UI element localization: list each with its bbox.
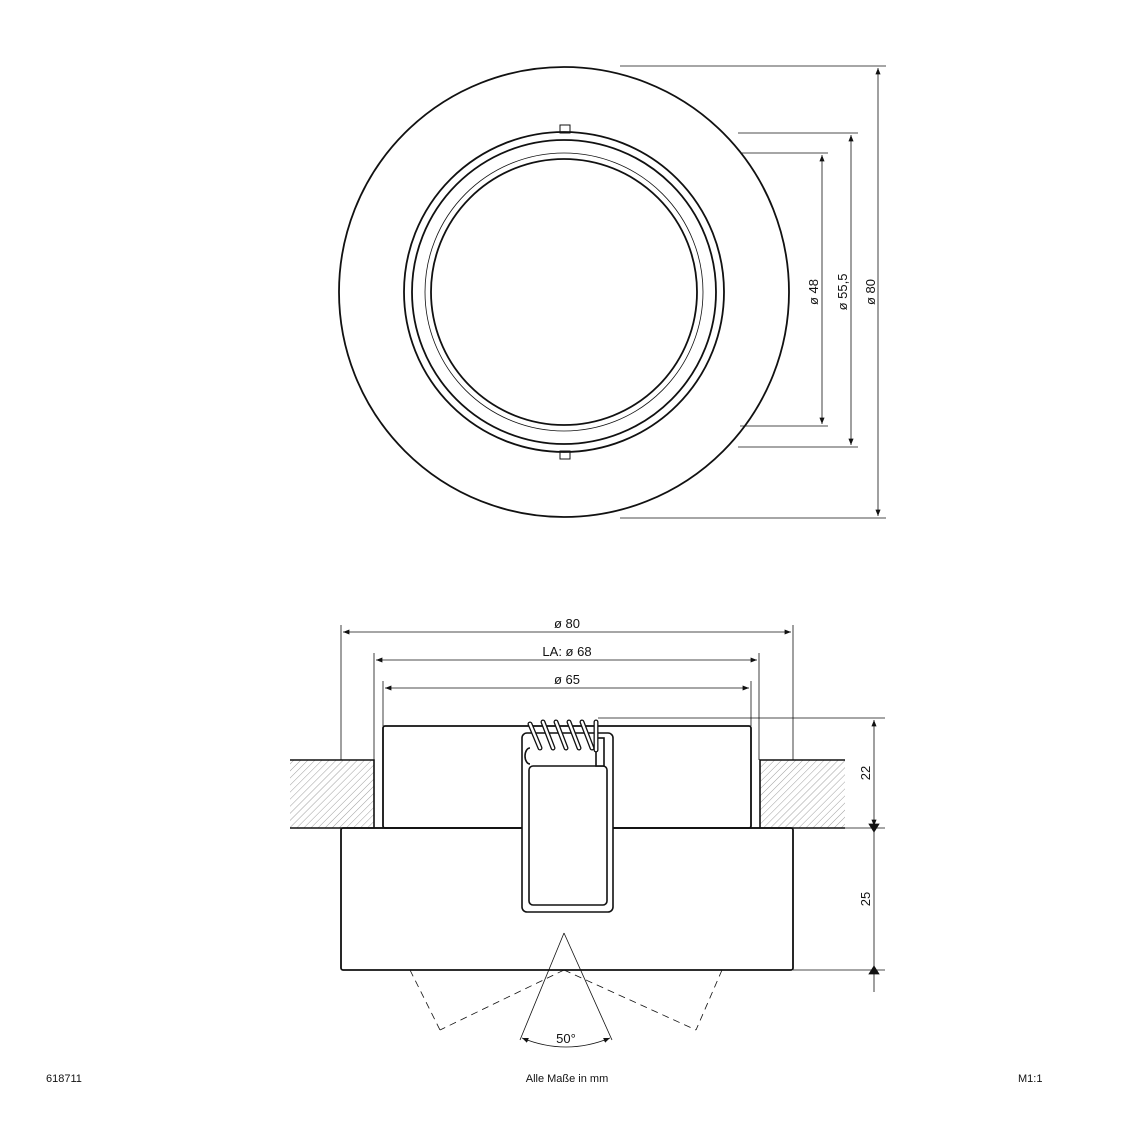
lens-circle	[430, 158, 698, 426]
angle-arc	[521, 1037, 611, 1048]
units-note: Alle Maße in mm	[525, 1073, 609, 1085]
dim-label-side-outer: ø 80	[554, 616, 580, 631]
dim-label-top-ring: ø 55,5	[835, 274, 850, 311]
ring-inner-circle	[411, 139, 717, 445]
dim-label-25: 25	[858, 892, 873, 906]
spring-clip	[521, 732, 614, 913]
side-view	[290, 625, 885, 1048]
ceiling-left	[290, 760, 374, 828]
outer-flange-circle	[338, 66, 790, 518]
spring-coil-inner	[528, 720, 598, 752]
dim-label-top-inner: ø 48	[806, 279, 821, 305]
dim-label-22: 22	[858, 766, 873, 780]
tilt-dashed-outline	[409, 969, 723, 1031]
dim-label-top-outer: ø 80	[863, 279, 878, 305]
ring-outer-circle	[403, 131, 725, 453]
article-number: 618711	[46, 1073, 82, 1085]
ceiling-right	[760, 760, 845, 828]
notch-bottom	[559, 450, 571, 460]
dim-label-cutout: LA: ø 68	[542, 644, 591, 659]
top-view	[338, 65, 886, 519]
angle-label: 50°	[556, 1031, 576, 1046]
dim-label-body: ø 65	[554, 672, 580, 687]
lens-thin-circle	[424, 152, 704, 432]
notch-top	[559, 124, 571, 134]
scale-label: M1:1	[1018, 1073, 1043, 1085]
